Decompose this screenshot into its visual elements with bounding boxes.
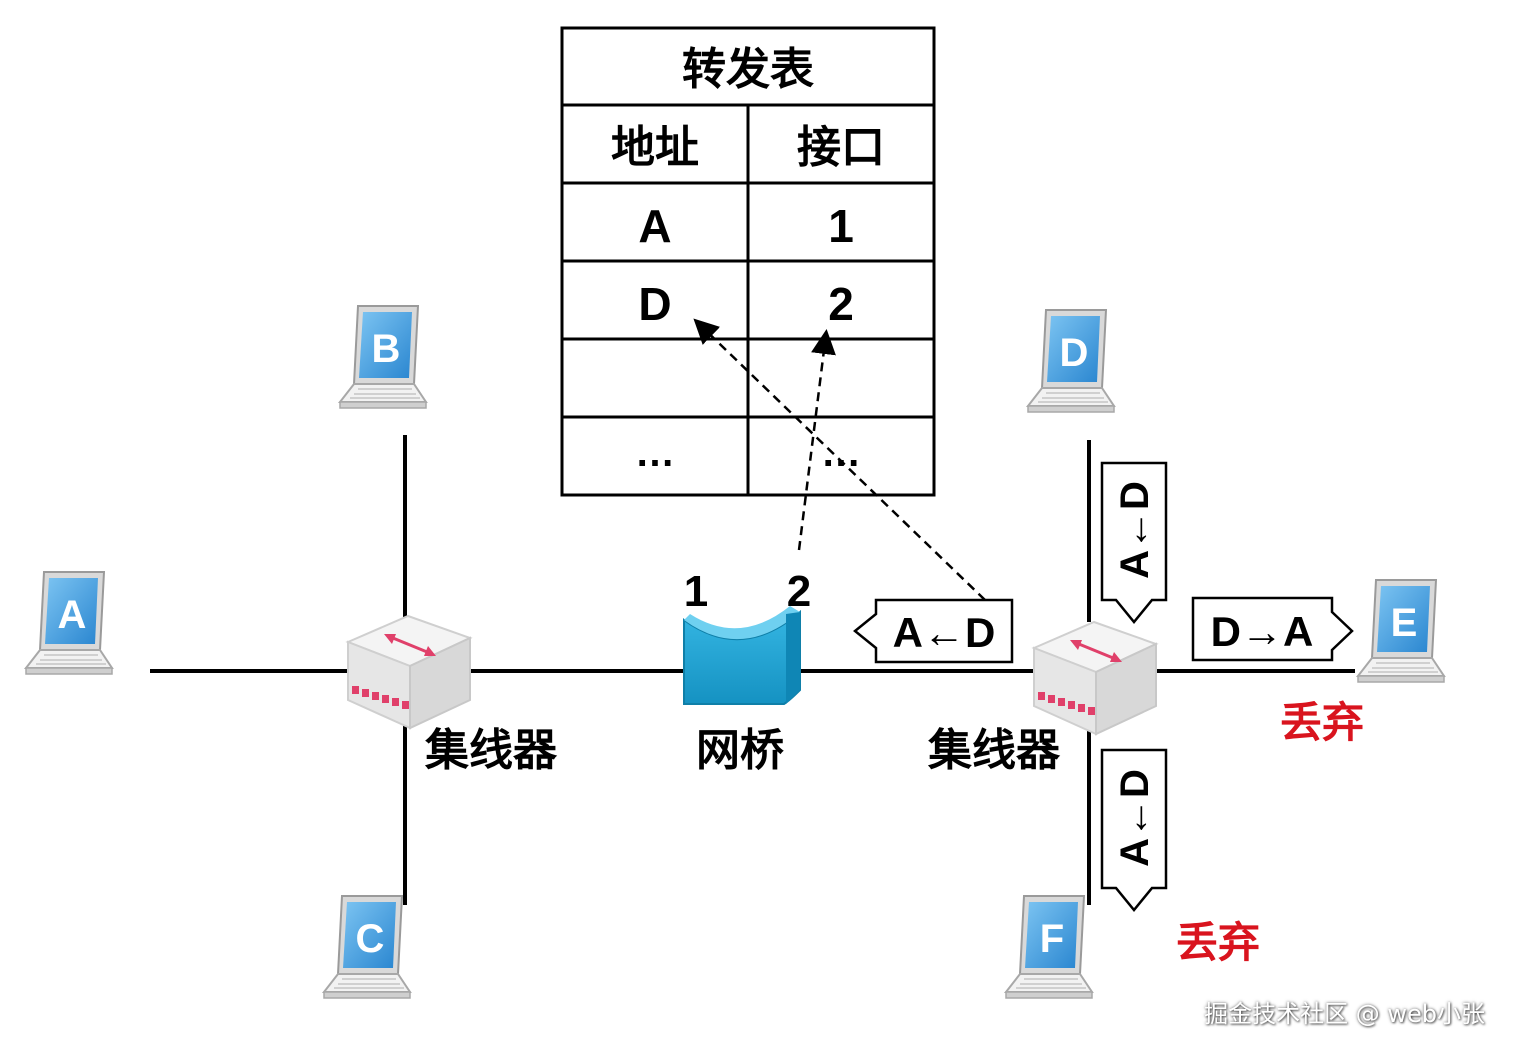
table-cell-address: … [635, 431, 675, 475]
laptop-c: C [323, 895, 411, 999]
watermark: 掘金技术社区 @ web小张 [1204, 1000, 1485, 1028]
bridge-icon [683, 606, 801, 705]
host-label-e: E [1391, 601, 1418, 645]
table-cell-interface: … [821, 431, 861, 475]
forwarding-table: 转发表 地址 接口 A 1 D 2 … … [560, 26, 936, 497]
laptop-b: B [339, 305, 427, 409]
frame-label: A←D [893, 609, 996, 656]
hub-left-label: 集线器 [424, 725, 558, 776]
laptop-d: D [1027, 309, 1115, 413]
hub-arrow-icon [387, 634, 433, 656]
frame-from-d: A←D [1100, 461, 1168, 624]
frame-to-f: A←D [1100, 748, 1168, 912]
table-title: 转发表 [682, 44, 814, 95]
hub-right [1033, 621, 1157, 735]
host-label-a: A [58, 593, 87, 637]
learn-address-arrow [693, 318, 986, 601]
table-header-address: 地址 [611, 122, 699, 173]
frame-to-bridge: A←D [853, 598, 1014, 664]
host-label-c: C [356, 917, 385, 961]
host-label-b: B [372, 327, 401, 371]
laptop-a: A [25, 571, 113, 675]
laptop-e: E [1357, 579, 1445, 683]
table-cell-address: A [638, 200, 671, 252]
frame-label: A←D [1113, 769, 1157, 867]
discard-label-e: 丢弃 [1280, 698, 1364, 747]
hub-left [347, 615, 471, 729]
bridge-port-2: 2 [787, 567, 811, 616]
learn-interface-arrow [797, 329, 836, 551]
frame-label: D→A [1211, 608, 1314, 655]
table-cell-interface: 1 [828, 200, 854, 252]
hub-right-label: 集线器 [927, 725, 1061, 776]
frame-label: A←D [1113, 481, 1157, 579]
frame-to-e: D→A [1191, 596, 1354, 662]
table-cell-interface: 2 [828, 278, 854, 330]
host-label-d: D [1060, 331, 1089, 375]
host-label-f: F [1040, 917, 1064, 961]
laptop-f: F [1005, 895, 1093, 999]
hub-arrow-icon [1073, 640, 1119, 662]
discard-label-f: 丢弃 [1176, 918, 1260, 967]
table-cell-address: D [638, 278, 671, 330]
bridge-port-1: 1 [684, 567, 708, 616]
bridge-label: 网桥 [696, 725, 784, 776]
table-header-interface: 接口 [797, 122, 885, 173]
